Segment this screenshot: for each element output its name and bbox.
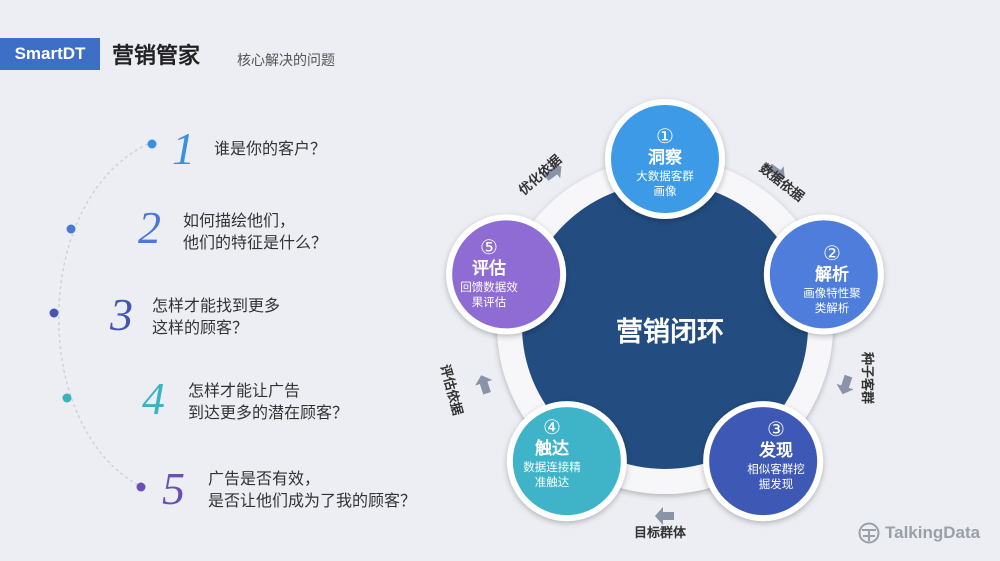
node-4-title: 触达 xyxy=(535,439,569,459)
q-dot-3 xyxy=(49,308,59,318)
node-3-circle xyxy=(709,407,818,516)
question-5-text: 广告是否有效， 是否让他们成为了我的顾客？ xyxy=(208,469,417,510)
cycle-nodes xyxy=(446,99,884,522)
cycle-arrow-5 xyxy=(543,163,562,181)
question-1-text: 谁是你的客户？ xyxy=(214,139,327,158)
node-2-circle xyxy=(769,220,878,329)
cycle-arrows xyxy=(475,163,854,525)
node-5-label: ⑤ 评估 回馈数据效 果评估 xyxy=(434,236,544,310)
question-3-number: 3 xyxy=(110,289,133,340)
edge-label-target-group: 目标群体 xyxy=(634,526,687,541)
center-circle xyxy=(522,183,808,469)
q-dot-1 xyxy=(147,139,157,149)
q-dot-4 xyxy=(62,393,72,403)
talkingdata-logo: TalkingData xyxy=(858,522,980,544)
question-arc xyxy=(49,139,157,492)
node-1-number: ① xyxy=(656,124,674,148)
page-subtitle: 核心解决的问题 xyxy=(237,53,335,69)
node-4-desc: 数据连接精 准触达 xyxy=(523,460,581,489)
node-4-number: ④ xyxy=(543,415,561,439)
question-4-text: 怎样才能让广告 到达更多的潜在顾客？ xyxy=(188,381,349,422)
center-label: 营销闭环 xyxy=(616,317,724,348)
cycle-arrow-4 xyxy=(475,375,493,395)
node-2-label: ② 解析 画像特性聚 类解析 xyxy=(777,242,887,316)
question-1-number: 1 xyxy=(172,123,195,174)
cycle-arrow-3 xyxy=(655,507,674,525)
talkingdata-logo-icon xyxy=(858,522,880,544)
node-5-desc: 回馈数据效 果评估 xyxy=(460,280,518,309)
edge-label-seed-group: 种子客群 xyxy=(859,352,874,405)
brand-badge: SmartDT xyxy=(0,38,100,70)
node-4-label: ④ 触达 数据连接精 准触达 xyxy=(497,416,607,490)
cycle-arrow-1 xyxy=(767,163,785,181)
node-2-number: ② xyxy=(823,241,841,265)
node-1-desc: 大数据客群 画像 xyxy=(636,169,694,198)
question-5-number: 5 xyxy=(162,463,185,514)
talkingdata-logo-text: TalkingData xyxy=(885,523,981,542)
question-2-text: 如何描绘他们， 他们的特征是什么？ xyxy=(183,211,328,252)
q-dot-5 xyxy=(136,482,146,492)
node-2-desc: 画像特性聚 类解析 xyxy=(803,286,861,315)
page-title: 营销管家 xyxy=(112,44,201,69)
node-5-number: ⑤ xyxy=(480,235,498,259)
node-1-circle xyxy=(611,105,719,213)
node-1-title: 洞察 xyxy=(648,148,682,168)
cycle-arrow-2 xyxy=(836,374,854,395)
node-5-title: 评估 xyxy=(472,259,506,279)
node-3-number: ③ xyxy=(767,417,785,441)
question-4-number: 4 xyxy=(142,373,165,424)
node-1-label: ① 洞察 大数据客群 画像 xyxy=(610,125,720,199)
q-dot-2 xyxy=(66,224,76,234)
question-2-number: 2 xyxy=(138,202,161,253)
question-3-text: 怎样才能找到更多 这样的顾客？ xyxy=(152,296,281,337)
node-5-circle xyxy=(452,220,561,329)
node-2-title: 解析 xyxy=(815,265,849,285)
node-3-desc: 相似客群挖 掘发现 xyxy=(747,462,805,491)
node-3-label: ③ 发现 相似客群挖 掘发现 xyxy=(721,418,831,492)
node-4-circle xyxy=(512,407,621,516)
node-3-title: 发现 xyxy=(759,441,793,461)
